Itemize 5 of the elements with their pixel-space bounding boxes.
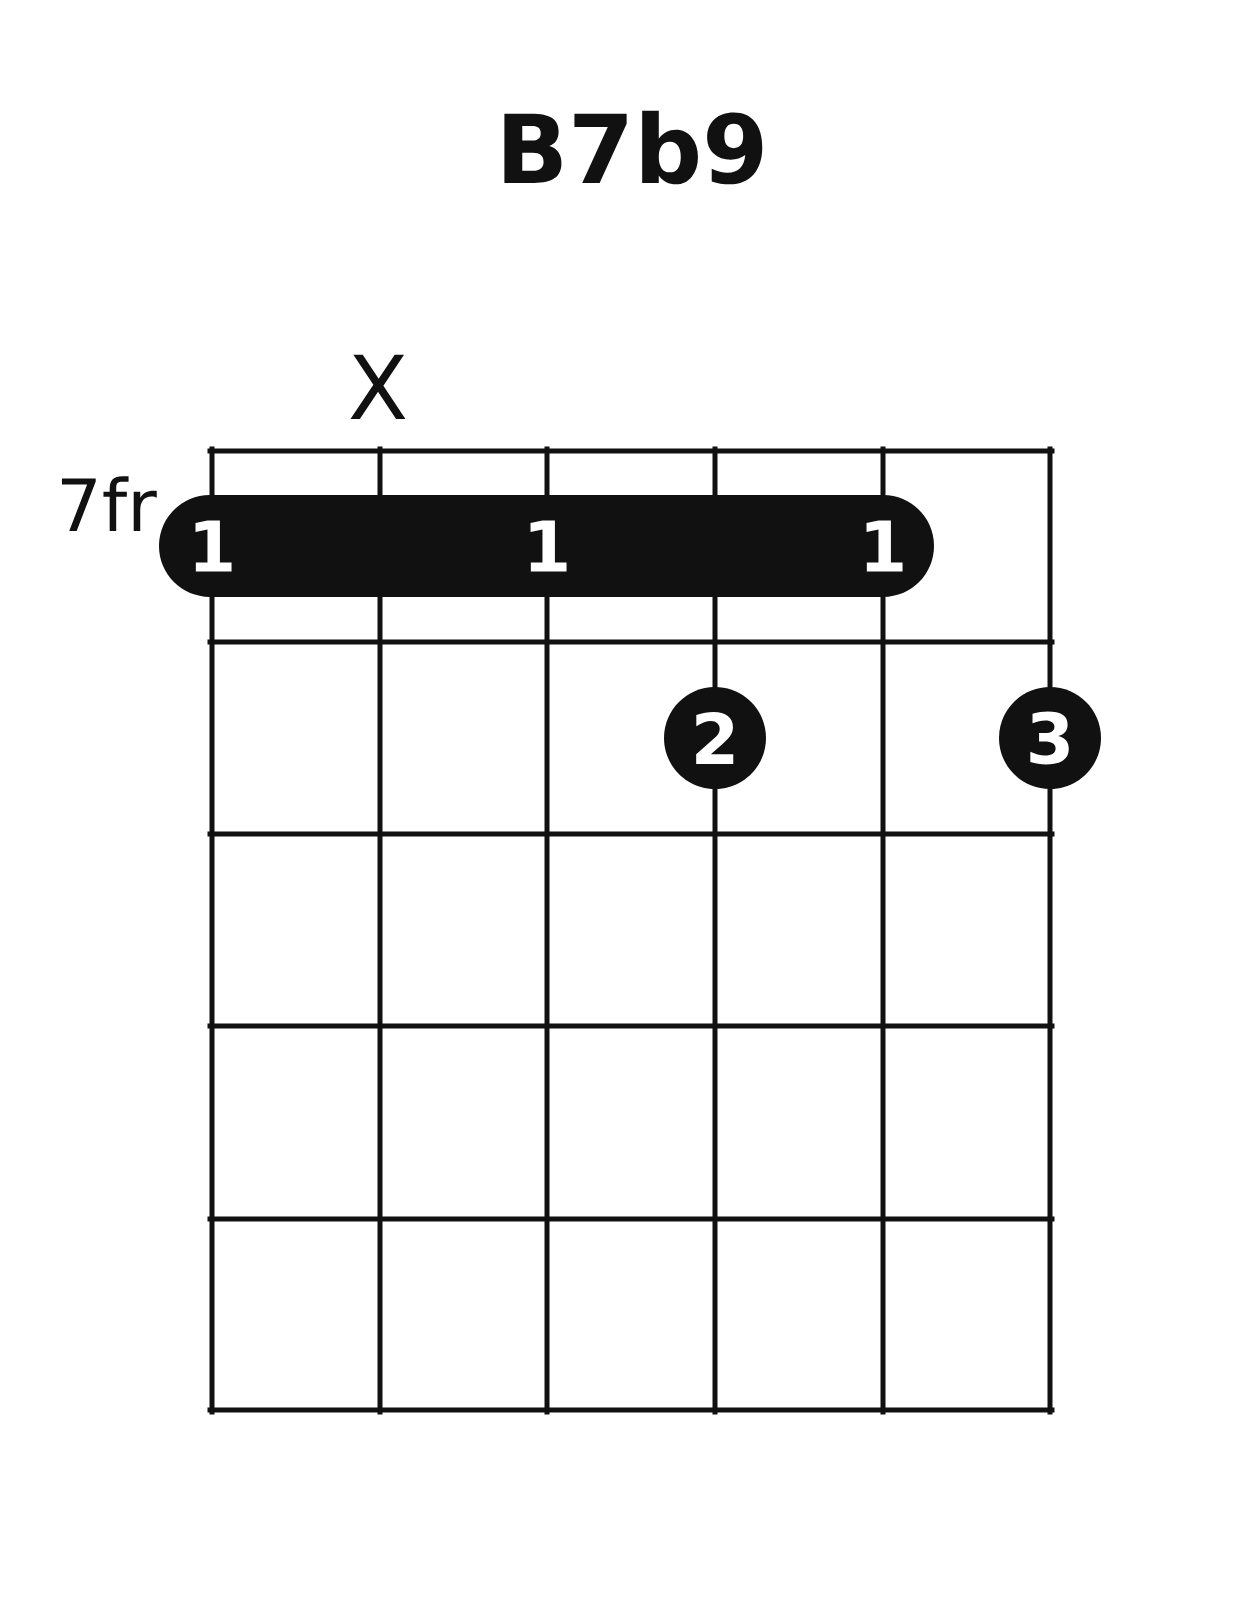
finger-number: 1	[530, 520, 567, 572]
chord-title: B7b9	[504, 110, 763, 185]
finger-number: 1	[195, 520, 232, 572]
fret-label: 7fr	[61, 476, 157, 531]
finger-number: 1	[866, 520, 903, 572]
